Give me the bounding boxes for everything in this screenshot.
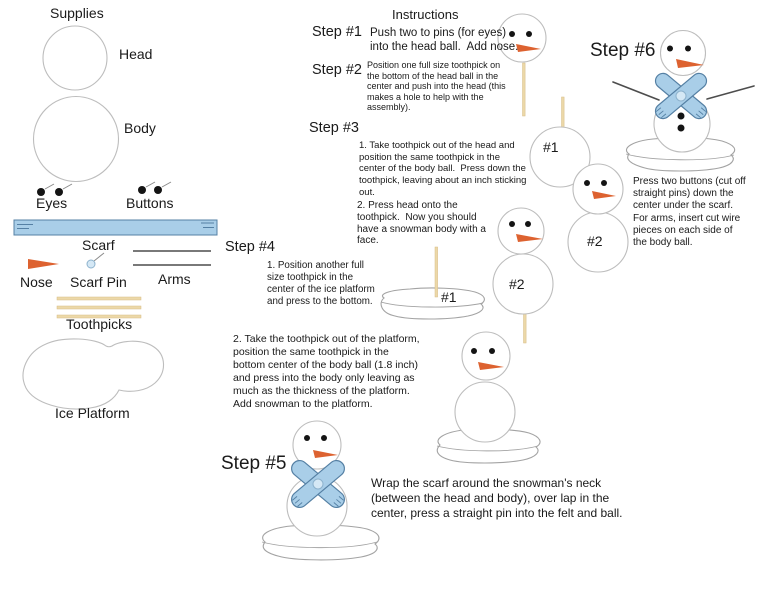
nose-icon (516, 234, 543, 242)
arms-label: Arms (158, 271, 191, 287)
eye-pin-icon (37, 188, 45, 196)
step3-part2-text: 2. Press head onto the toothpick. Now yo… (357, 200, 486, 247)
fig-complete-snowman (612, 29, 755, 172)
button-icon (677, 124, 685, 132)
instructions-title: Instructions (392, 7, 459, 22)
nose-icon (313, 450, 338, 458)
buttons-label: Buttons (126, 195, 174, 211)
step3-body-number: #2 (587, 233, 603, 249)
supply-ice-platform (22, 338, 165, 410)
right-arm-wire (706, 85, 755, 100)
step5-label: Step #5 (221, 453, 287, 474)
step3-label: Step #3 (309, 120, 359, 136)
fig-snowman-with-scarf (261, 420, 380, 561)
supply-body (32, 95, 120, 183)
step4-body-number: #2 (509, 276, 525, 292)
scarf-label: Scarf (82, 237, 115, 253)
scarf-pin-label: Scarf Pin (70, 274, 127, 290)
step5-text: Wrap the scarf around the snowman's neck… (371, 476, 623, 521)
ice-platform-label: Ice Platform (55, 405, 130, 421)
arm-wires (133, 250, 211, 266)
nose-label: Nose (20, 274, 53, 290)
supply-toothpicks (56, 296, 142, 319)
left-arm-wire (612, 81, 660, 101)
scarf-pin-icon (675, 90, 687, 102)
step6-text: Press two buttons (cut off straight pins… (633, 176, 746, 249)
scarf-pin-icon (312, 478, 324, 490)
step4-platform-number: #1 (441, 289, 457, 305)
supply-scarf (13, 219, 218, 236)
button-icon (677, 112, 685, 120)
nose-icon (592, 191, 616, 199)
fig-snowman-2a (567, 163, 629, 273)
supply-buttons (138, 181, 172, 194)
fig-snowman-2b (492, 207, 554, 344)
fig-platform-1 (380, 246, 485, 320)
nose-cone-icon (28, 259, 59, 269)
supply-nose (28, 259, 59, 269)
step2-label: Step #2 (312, 62, 362, 78)
scarf-x-icon (291, 459, 345, 509)
supply-arms (133, 250, 211, 266)
button-pin-icon (154, 186, 162, 194)
scarf-strip (13, 219, 218, 236)
nose-icon (516, 44, 541, 52)
supply-head (42, 25, 108, 91)
head-circle (42, 25, 108, 91)
body-circle (32, 95, 120, 183)
toothpicks-label: Toothpicks (66, 316, 133, 332)
step2-text: Position one full size toothpick on the … (367, 60, 506, 113)
step1-text: Push two to pins (for eyes) into the hea… (370, 27, 519, 53)
nose-icon (676, 59, 704, 68)
button-pin-icon (138, 186, 146, 194)
eye-pin-icon (55, 188, 63, 196)
step6-label: Step #6 (590, 40, 656, 61)
nose-icon (478, 362, 504, 370)
fig-snowman-on-platform (436, 331, 541, 464)
fig-body-ball-1 (529, 96, 591, 188)
supply-scarf-pin (86, 252, 105, 269)
step3-part1-text: 1. Take toothpick out of the head and po… (359, 140, 527, 198)
step1-label: Step #1 (312, 24, 362, 40)
scarf-x-icon (654, 72, 708, 120)
step4-part1-text: 1. Position another full size toothpick … (267, 260, 375, 307)
supply-eyes (37, 183, 73, 196)
step4-label: Step #4 (225, 239, 275, 255)
supplies-title: Supplies (50, 5, 104, 21)
step4-part2-text: 2. Take the toothpick out of the platfor… (233, 333, 420, 410)
head-label: Head (119, 46, 153, 62)
fig-head-with-toothpick (497, 13, 547, 117)
body-label: Body (124, 120, 156, 136)
step3-ball-number: #1 (543, 139, 559, 155)
scarf-pin-head-icon (86, 259, 96, 269)
eyes-label: Eyes (36, 195, 68, 211)
